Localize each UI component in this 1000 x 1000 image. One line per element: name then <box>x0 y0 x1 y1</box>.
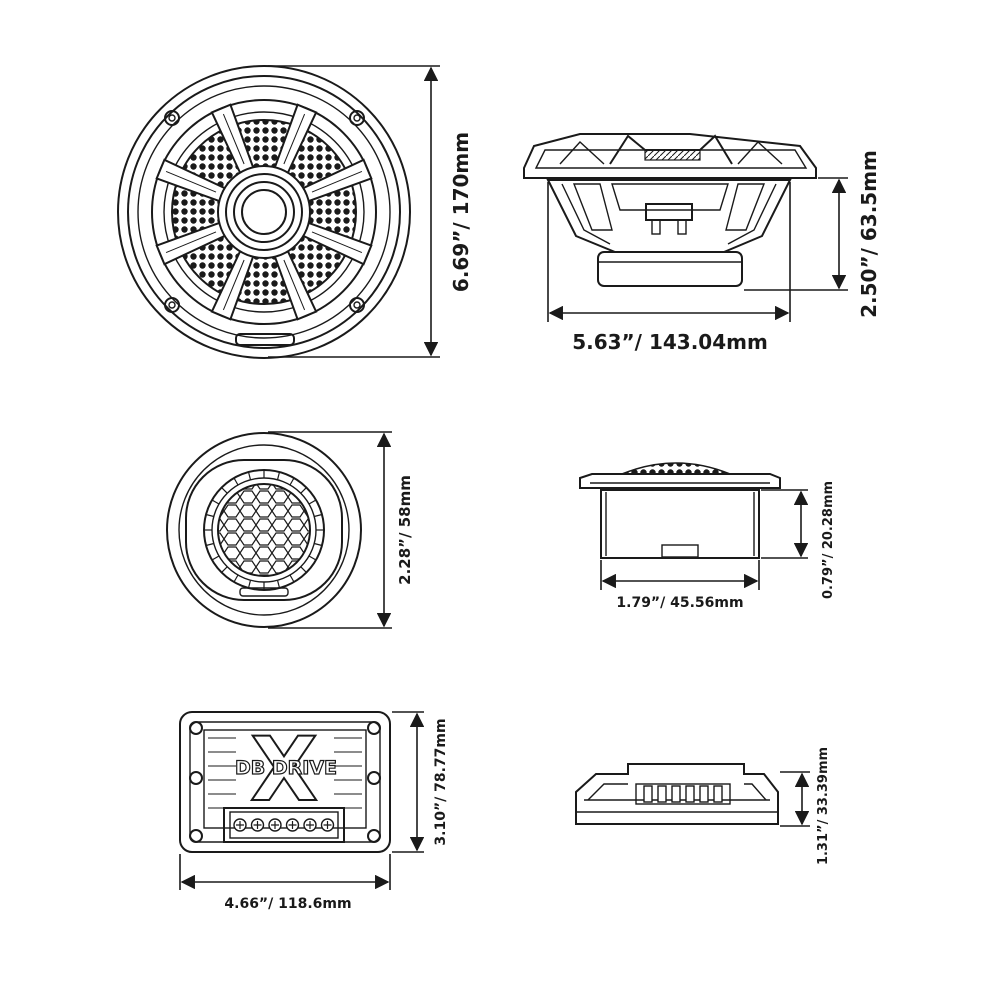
tweeter-depth-dimension: 0.79”/ 20.28mm <box>761 481 836 599</box>
tweeter-rib <box>205 542 214 547</box>
side-terminal <box>699 785 709 803</box>
tweeter-rib <box>314 542 323 547</box>
screw-slot <box>288 821 297 829</box>
tweeter-rib <box>276 471 281 480</box>
tweeter-rib <box>289 477 295 486</box>
tweeter-rib <box>308 555 317 561</box>
tweeter-rib <box>300 566 307 573</box>
woofer-width-label: 5.63”/ 143.04mm <box>572 330 768 354</box>
tweeter-rib <box>233 477 239 486</box>
woofer-depth-label: 2.50”/ 63.5mm <box>857 150 881 318</box>
woofer-height-label: 6.69”/ 170mm <box>449 132 473 292</box>
crossover-depth-dimension: 1.31”/ 33.39mm <box>780 747 831 865</box>
tweeter-rib <box>247 471 252 480</box>
screw-slot <box>323 821 332 829</box>
tweeter-width-dimension: 1.79”/ 45.56mm <box>600 560 760 611</box>
tweeter-rib <box>314 513 323 518</box>
tweeter-rib <box>247 580 252 589</box>
tweeter-rib <box>300 487 307 494</box>
woofer-width-dimension: 5.63”/ 143.04mm <box>547 182 791 354</box>
crossover-height-dimension: 3.10”/ 78.77mm <box>392 711 449 853</box>
tweeter-rib <box>308 499 317 505</box>
tweeter-diameter-dimension: 2.28”/ 58mm <box>268 431 414 629</box>
tweeter-width-label: 1.79”/ 45.56mm <box>616 595 743 611</box>
tweeter-rib <box>211 555 220 561</box>
tweeter-depth-label: 0.79”/ 20.28mm <box>821 481 836 599</box>
tweeter-rib <box>289 574 295 583</box>
crossover-width-label: 4.66”/ 118.6mm <box>224 896 351 912</box>
spoke-groove <box>222 113 245 165</box>
crossover-logo-mark: X <box>250 718 318 821</box>
spoke-groove <box>311 231 363 254</box>
spoke-groove <box>311 170 363 193</box>
tweeter-rib <box>276 580 281 589</box>
tweeter-rib <box>205 513 214 518</box>
side-terminal <box>671 785 681 803</box>
spoke-groove <box>283 259 306 311</box>
woofer-depth-dimension: 2.50”/ 63.5mm <box>744 150 881 318</box>
spoke-groove <box>165 231 217 254</box>
screw-slot <box>271 821 279 829</box>
crossover-terminal-screws <box>233 818 335 832</box>
screw-slot <box>236 821 244 829</box>
tweeter-side-view <box>579 462 781 559</box>
screw-slot <box>253 821 262 829</box>
tweeter-grille-ribs <box>204 470 324 590</box>
side-terminal <box>657 785 667 803</box>
side-terminal <box>713 785 723 803</box>
crossover-height-label: 3.10”/ 78.77mm <box>433 718 449 845</box>
crossover-logo-brand: DB DRIVE <box>235 757 337 779</box>
spoke-groove <box>283 113 306 165</box>
side-terminal <box>685 785 695 803</box>
crossover-width-dimension: 4.66”/ 118.6mm <box>179 854 391 912</box>
tweeter-rib <box>211 499 220 505</box>
tweeter-rib <box>221 566 228 573</box>
crossover-side-terminals <box>643 785 723 803</box>
woofer-front-view <box>117 65 411 359</box>
grille-spokes <box>155 103 373 321</box>
spoke-groove <box>165 170 217 193</box>
woofer-side-view <box>523 133 817 287</box>
side-terminal <box>643 785 653 803</box>
crossover-side-view <box>575 763 779 825</box>
crossover-front-view: X DB DRIVE <box>179 711 391 853</box>
woofer-height-dimension: 6.69”/ 170mm <box>268 65 473 358</box>
tweeter-front-view <box>166 432 362 628</box>
crossover-depth-label: 1.31”/ 33.39mm <box>816 747 831 865</box>
tweeter-diameter-label: 2.28”/ 58mm <box>396 475 414 585</box>
spoke-groove <box>222 259 245 311</box>
tweeter-rib <box>221 487 228 494</box>
tweeter-rib <box>233 574 239 583</box>
screw-slot <box>306 821 314 829</box>
